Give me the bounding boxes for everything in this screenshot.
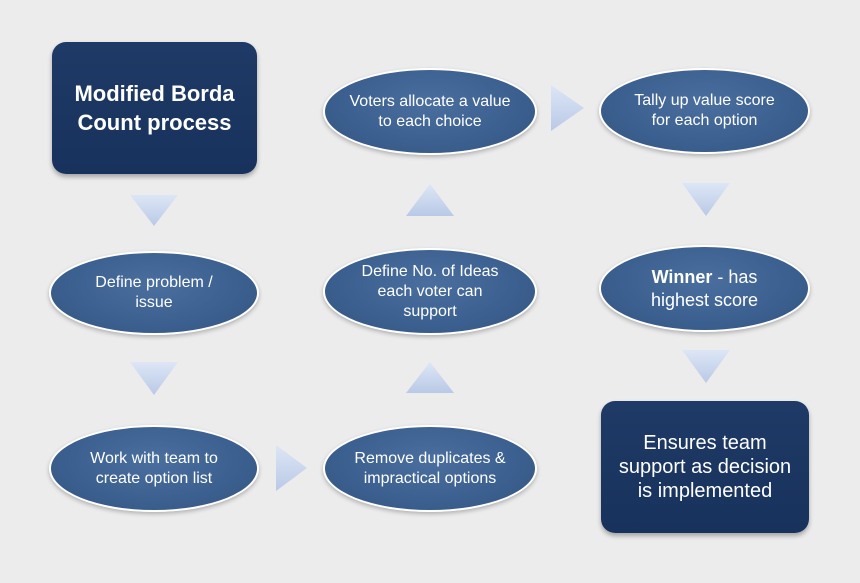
winner-label: Winner	[651, 266, 713, 287]
title-box: Modified Borda Count process	[52, 42, 257, 174]
step-winner: Winner - has highest score	[599, 245, 810, 332]
arrow-up-1	[406, 362, 454, 393]
step-tally: Tally up value score for each option	[599, 68, 810, 154]
step-remove-duplicates-text: Remove duplicates & impractical options	[354, 449, 506, 487]
step-define-problem-text: Define problem / issue	[95, 274, 213, 311]
step-define-number-text: Define No. of Ideas each voter can suppo…	[361, 262, 499, 320]
outcome-box: Ensures team support as decision is impl…	[601, 401, 809, 533]
outcome-text: Ensures team support as decision is impl…	[618, 432, 792, 502]
step-work-with-team-text: Work with team to create option list	[90, 449, 218, 487]
step-define-number: Define No. of Ideas each voter can suppo…	[323, 248, 537, 335]
winner-description: - has highest score	[650, 266, 759, 310]
arrow-down-4	[682, 350, 730, 383]
step-remove-duplicates: Remove duplicates & impractical options	[323, 425, 537, 512]
arrow-down-2	[130, 362, 178, 395]
step-work-with-team: Work with team to create option list	[49, 425, 259, 512]
step-define-problem: Define problem / issue	[49, 251, 259, 335]
arrow-right-1	[276, 445, 307, 491]
arrow-down-3	[682, 183, 730, 216]
arrow-up-2	[406, 184, 454, 216]
step-voters-allocate-text: Voters allocate a value to each choice	[349, 92, 511, 130]
arrow-right-2	[551, 85, 584, 131]
step-winner-text: Winner - has highest score	[625, 266, 784, 312]
step-tally-text: Tally up value score for each option	[634, 92, 775, 129]
title-text: Modified Borda Count process	[74, 81, 235, 135]
arrow-down-1	[130, 195, 178, 226]
step-voters-allocate: Voters allocate a value to each choice	[323, 68, 537, 155]
